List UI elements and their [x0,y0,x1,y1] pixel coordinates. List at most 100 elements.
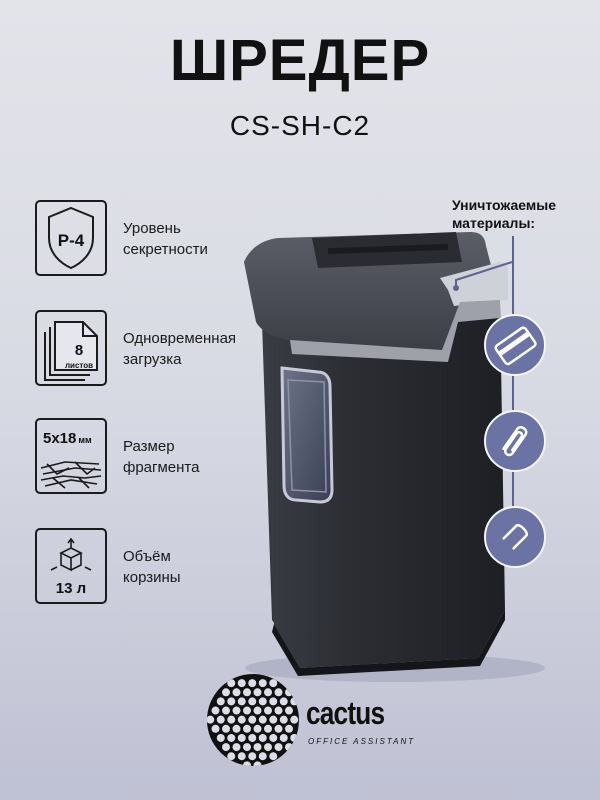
logo-dot [237,733,246,742]
sheets-stack-icon [44,321,98,381]
logo-dot [264,688,272,697]
logo-dot [264,724,272,733]
logo-dot [243,761,251,766]
box-volume-icon [50,537,92,572]
feature-security-level: P-4 Уровень секретности [35,200,285,278]
materials-label-line2: материалы: [452,215,536,231]
logo-dot [222,706,230,715]
logo-dot [243,743,251,752]
logo-dot [258,752,267,761]
logo-dot [290,733,299,742]
logo-dot [269,752,278,761]
fragment-size-unit: мм [78,435,92,445]
honeycomb-circle-logo [207,674,299,766]
logo-dot [269,715,278,724]
page-title: ШРЕДЕР [169,28,431,93]
logo-dot [216,733,225,742]
logo-dot [243,724,251,733]
logo-dot [232,706,241,715]
materials-label: Уничтожаемые материалы: [452,196,556,232]
paper-strips-icon [40,461,102,489]
brand-tagline: OFFICE ASSISTANT [308,737,416,746]
logo-dot [290,715,299,724]
brand-name: cactus [306,695,385,731]
logo-dot [258,733,267,742]
logo-dot [274,688,283,697]
sheet-capacity-caption: листов [64,361,94,370]
model-number: CS-SH-C2 [229,110,371,141]
logo-dot [227,733,236,742]
logo-dot [232,724,241,733]
feature-label-line2: загрузка [123,351,182,368]
logo-dot [253,688,262,697]
security-badge-text: P-4 [57,231,85,250]
logo-dot [253,743,262,752]
logo-dot [237,679,246,688]
materials-connector-line [512,376,514,410]
logo-dot [207,715,215,724]
feature-label-line1: Размер [123,438,175,455]
shield-icon [48,206,94,270]
logo-dot [253,724,262,733]
logo-dot [227,715,236,724]
feature-label-line2: фрагмента [123,459,200,476]
logo-dot [279,697,288,706]
security-badge: P-4 [35,200,107,276]
logo-dot [243,706,251,715]
logo-dot [222,724,230,733]
logo-dot [227,697,236,706]
logo-dot [237,752,246,761]
feature-label-line1: Одновременная [123,330,237,347]
logo-dot [232,688,241,697]
feature-label-line1: Объём [123,548,171,565]
logo-dot [274,706,283,715]
feature-label-line2: корзины [123,569,181,586]
logo-dot [258,715,267,724]
fragment-size-number: 5x18 [43,430,77,447]
material-paperclip [484,410,546,472]
logo-dot [279,733,288,742]
logo-dot [269,679,278,688]
logo-dot [237,697,246,706]
logo-dot [264,706,272,715]
logo-dot [248,752,257,761]
logo-dot [248,715,257,724]
logo-dot [269,697,278,706]
material-staple [484,506,546,568]
logo-dot [290,697,299,706]
sheet-capacity-badge: 8 листов [35,310,107,386]
logo-dot [243,688,251,697]
logo-dot [285,724,293,733]
logo-dot [237,715,246,724]
logo-dot [258,679,267,688]
logo-dot [274,724,283,733]
logo-dot [248,697,257,706]
staple-icon [502,523,529,550]
logo-dot [258,697,267,706]
logo-dot [227,752,236,761]
logo-dot [274,743,283,752]
bin-volume-badge: 13 л [35,528,107,604]
credit-card-icon [494,326,537,366]
paperclip-icon [502,426,528,457]
sheet-capacity-number: 8 [74,342,84,359]
logo-dot [285,743,293,752]
logo-dot [285,688,293,697]
logo-dot [222,743,230,752]
logo-dot [211,724,220,733]
feature-bin-volume: 13 л Объём корзины [35,528,285,606]
logo-dot [269,733,278,742]
feature-sheet-capacity: 8 листов Одновременная загрузка [35,310,285,388]
logo-dot [248,733,257,742]
logo-dot [232,743,241,752]
logo-dot [216,697,225,706]
feature-label-line1: Уровень [123,220,181,237]
materials-connector-line [512,236,514,314]
material-credit-card [484,314,546,376]
logo-dot [216,715,225,724]
feature-label-line2: секретности [123,241,208,258]
logo-dot [264,743,272,752]
